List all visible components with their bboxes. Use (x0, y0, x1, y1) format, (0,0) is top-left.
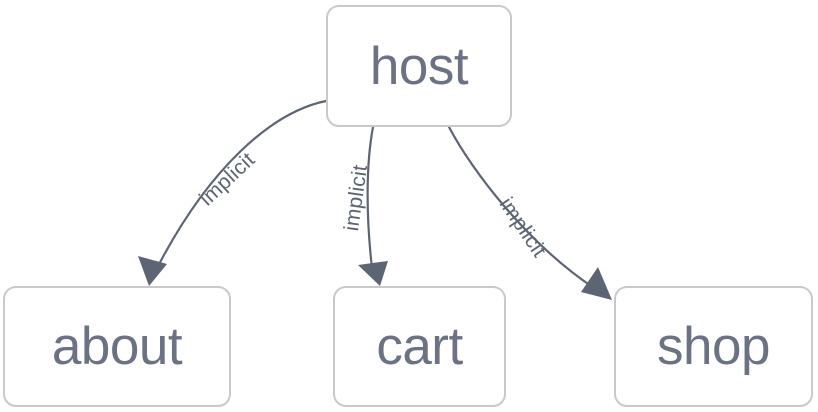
edge-host-about-path (153, 99, 328, 274)
node-cart[interactable]: cart (333, 286, 506, 407)
node-cart-label: cart (376, 317, 463, 376)
node-host-label: host (369, 36, 469, 96)
edge-host-cart[interactable]: implicit (340, 125, 388, 286)
node-shop[interactable]: shop (614, 286, 813, 407)
node-shop-label: shop (657, 317, 770, 376)
edge-host-shop[interactable]: implicit (447, 125, 612, 300)
edge-host-about-arrowhead (138, 256, 167, 286)
node-about-label: about (51, 317, 183, 376)
node-about[interactable]: about (3, 286, 231, 407)
edge-host-about-label: implicit (195, 148, 259, 210)
edge-host-cart-arrowhead (358, 261, 388, 286)
edge-host-cart-path (366, 125, 375, 270)
edge-host-shop-label: implicit (495, 193, 551, 261)
node-host[interactable]: host (326, 5, 512, 127)
edge-host-shop-arrowhead (581, 267, 612, 300)
edge-host-shop-path (447, 125, 596, 290)
edge-host-about[interactable]: implicit (138, 99, 328, 286)
